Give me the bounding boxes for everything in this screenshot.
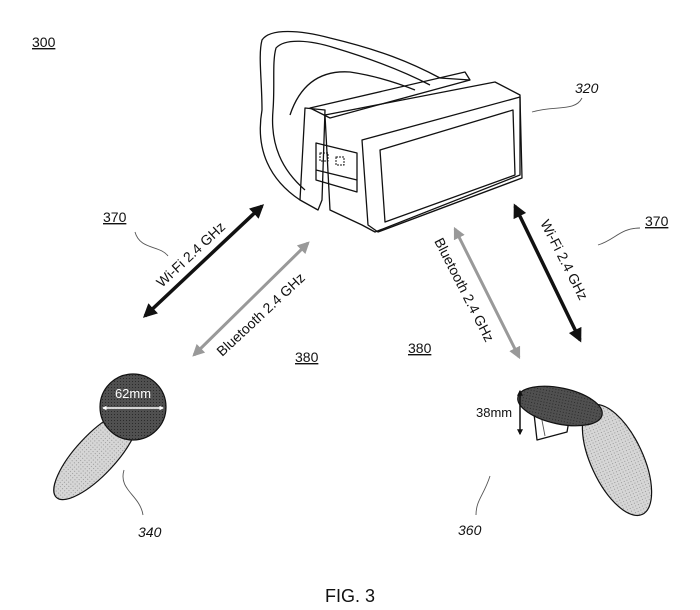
headset-side-pad bbox=[299, 107, 326, 211]
headset-strap-inner bbox=[271, 40, 431, 191]
dimension-38mm: 38mm bbox=[476, 405, 512, 420]
left-controller-ring bbox=[99, 373, 167, 441]
headset-sensor-icon bbox=[335, 156, 345, 166]
ref-320: 320 bbox=[575, 80, 599, 96]
ref-360: 360 bbox=[458, 522, 482, 538]
dimension-62mm: 62mm bbox=[115, 386, 151, 401]
ref-370-left: 370 bbox=[103, 209, 127, 225]
left-controller: 62mm bbox=[53, 373, 167, 501]
leader-360 bbox=[475, 475, 491, 516]
ref-380-left: 380 bbox=[295, 349, 319, 365]
bluetooth-label-left: Bluetooth 2.4 GHz bbox=[213, 269, 308, 359]
leader-370-left bbox=[134, 231, 169, 257]
ref-370-right: 370 bbox=[645, 213, 669, 229]
headset-module-divider bbox=[315, 169, 358, 181]
headset-front-face bbox=[361, 96, 523, 233]
figure-ref-number: 300 bbox=[32, 34, 56, 50]
leader-370-right bbox=[597, 227, 641, 246]
bluetooth-link-arrow-left bbox=[192, 241, 310, 357]
headset-front-panel bbox=[379, 109, 516, 223]
wifi-label-right: Wi-Fi 2.4 GHz bbox=[537, 217, 591, 303]
ref-380-right: 380 bbox=[408, 340, 432, 356]
headset-strap-top bbox=[289, 71, 416, 116]
ref-340: 340 bbox=[138, 524, 162, 540]
wifi-link-arrow-right bbox=[513, 203, 582, 343]
figure-caption: FIG. 3 bbox=[325, 586, 375, 606]
headset-top-rim bbox=[309, 71, 471, 119]
bluetooth-link-arrow-right bbox=[453, 226, 521, 360]
wifi-link-arrow-left bbox=[142, 204, 265, 318]
leader-320 bbox=[531, 97, 583, 113]
vr-headset bbox=[259, 30, 523, 233]
leader-340 bbox=[122, 469, 144, 516]
wifi-label-left: Wi-Fi 2.4 GHz bbox=[153, 219, 228, 291]
headset-strap-outer bbox=[259, 30, 471, 201]
headset-sensor-icon bbox=[319, 152, 329, 162]
headset-body bbox=[324, 81, 521, 233]
headset-camera-module bbox=[315, 142, 358, 193]
bluetooth-label-right: Bluetooth 2.4 GHz bbox=[431, 235, 497, 344]
right-controller: 38mm bbox=[476, 385, 653, 517]
